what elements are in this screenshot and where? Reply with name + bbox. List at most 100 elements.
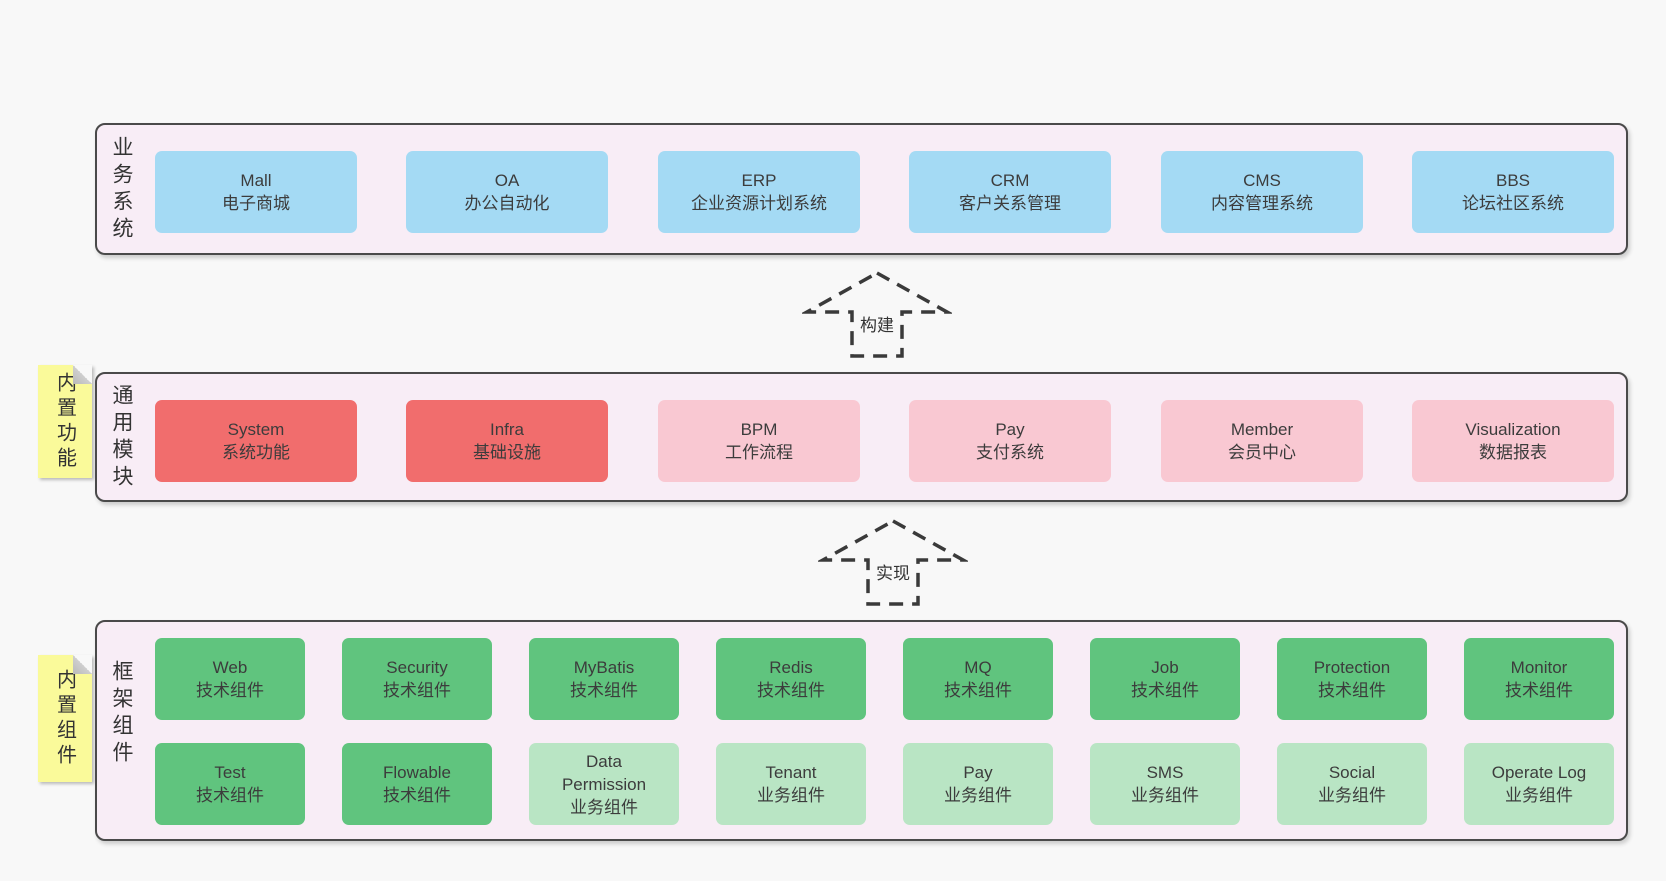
box-en: Social [1328,763,1376,782]
box-zh: 技术组件 [1318,681,1386,700]
box-sms: SMS 业务组件 [1090,743,1240,825]
panel-title: 框架组件 [110,660,133,768]
box-oa: OA 办公自动化 [406,151,608,233]
box-zh: 技术组件 [383,681,451,700]
box-zh: 数据报表 [1479,443,1547,462]
box-crm: CRM 客户关系管理 [909,151,1111,233]
box-social: Social 业务组件 [1277,743,1427,825]
box-member: Member 会员中心 [1161,400,1363,482]
box-zh: 技术组件 [1131,681,1199,700]
box-en: Monitor [1510,658,1568,677]
build-arrow: 构建 [802,270,952,360]
box-web-tech: Web 技术组件 [155,638,305,720]
box-zh: 业务组件 [1318,786,1386,805]
box-en: OA [494,171,520,190]
implement-arrow: 实现 [818,518,968,608]
sticky-note-label: 内置组件 [53,668,76,769]
box-system: System 系统功能 [155,400,357,482]
box-zh: 技术组件 [944,681,1012,700]
business-systems-panel: 业务系统 Mall 电子商城 OA 办公自动化 ERP 企业资源计划系统 CRM… [95,123,1628,255]
box-en: Job [1151,658,1179,677]
box-en: Infra [489,420,525,439]
box-en: MyBatis [573,658,635,677]
box-zh: 技术组件 [757,681,825,700]
box-en: Operate Log [1491,763,1587,782]
box-mq-tech: MQ 技术组件 [903,638,1053,720]
box-en: BPM [740,420,778,439]
box-zh: 会员中心 [1228,443,1296,462]
box-zh: 技术组件 [570,681,638,700]
up-arrow-icon [818,518,968,606]
box-en: BBS [1495,171,1531,190]
box-en: CRM [990,171,1030,190]
box-redis-tech: Redis 技术组件 [716,638,866,720]
box-zh: 基础设施 [473,443,541,462]
box-en: Flowable [382,763,452,782]
arrow-label: 构建 [860,316,894,335]
box-en: CMS [1243,171,1281,190]
box-monitor-tech: Monitor 技术组件 [1464,638,1614,720]
box-zh: 电子商城 [222,194,290,213]
box-bpm: BPM 工作流程 [658,400,860,482]
box-zh: 业务组件 [1505,786,1573,805]
box-zh: 技术组件 [196,681,264,700]
box-en: Test [214,763,246,782]
box-zh: 企业资源计划系统 [691,194,827,213]
box-zh: 支付系统 [976,443,1044,462]
box-en: Data Permission [561,751,647,794]
box-erp: ERP 企业资源计划系统 [658,151,860,233]
box-protection-tech: Protection 技术组件 [1277,638,1427,720]
box-en: Mall [240,171,272,190]
box-en: Tenant [765,763,817,782]
framework-components-panel: 框架组件 Web 技术组件 Security 技术组件 MyBatis 技术组件… [95,620,1628,841]
box-zh: 系统功能 [222,443,290,462]
box-en: Visualization [1465,420,1561,439]
box-visualization: Visualization 数据报表 [1412,400,1614,482]
box-mall: Mall 电子商城 [155,151,357,233]
box-zh: 办公自动化 [464,194,550,213]
box-zh: 业务组件 [944,786,1012,805]
box-infra: Infra 基础设施 [406,400,608,482]
box-mybatis-tech: MyBatis 技术组件 [529,638,679,720]
panel-title: 业务系统 [110,136,133,244]
box-en: Security [386,658,448,677]
box-zh: 业务组件 [570,797,638,817]
box-pay-system: Pay 支付系统 [909,400,1111,482]
box-data-permission: Data Permission 业务组件 [529,743,679,825]
box-zh: 内容管理系统 [1211,194,1313,213]
panel-title: 通用模块 [110,384,133,492]
box-en: Protection [1313,658,1391,677]
box-bbs: BBS 论坛社区系统 [1412,151,1614,233]
box-en: Web [212,658,248,677]
box-en: System [227,420,285,439]
box-en: SMS [1146,763,1184,782]
sticky-note-builtin-components: 内置组件 [38,655,92,782]
box-job-tech: Job 技术组件 [1090,638,1240,720]
box-test-tech: Test 技术组件 [155,743,305,825]
box-en: Pay [963,763,993,782]
box-en: MQ [964,658,992,677]
box-zh: 技术组件 [383,786,451,805]
box-security-tech: Security 技术组件 [342,638,492,720]
box-tenant: Tenant 业务组件 [716,743,866,825]
common-modules-panel: 通用模块 System 系统功能 Infra 基础设施 BPM 工作流程 Pay… [95,372,1628,502]
box-en: Member [1230,420,1294,439]
box-en: ERP [741,171,777,190]
box-zh: 技术组件 [1505,681,1573,700]
up-arrow-icon [802,270,952,358]
box-en: Redis [769,658,813,677]
sticky-note-label: 内置功能 [53,371,76,472]
box-pay-component: Pay 业务组件 [903,743,1053,825]
box-operate-log: Operate Log 业务组件 [1464,743,1614,825]
box-flowable-tech: Flowable 技术组件 [342,743,492,825]
box-zh: 客户关系管理 [959,194,1061,213]
box-zh: 技术组件 [196,786,264,805]
box-cms: CMS 内容管理系统 [1161,151,1363,233]
box-en: Pay [995,420,1025,439]
box-zh: 论坛社区系统 [1462,194,1564,213]
box-zh: 工作流程 [725,443,793,462]
box-zh: 业务组件 [757,786,825,805]
sticky-note-builtin-features: 内置功能 [38,365,92,478]
box-zh: 业务组件 [1131,786,1199,805]
